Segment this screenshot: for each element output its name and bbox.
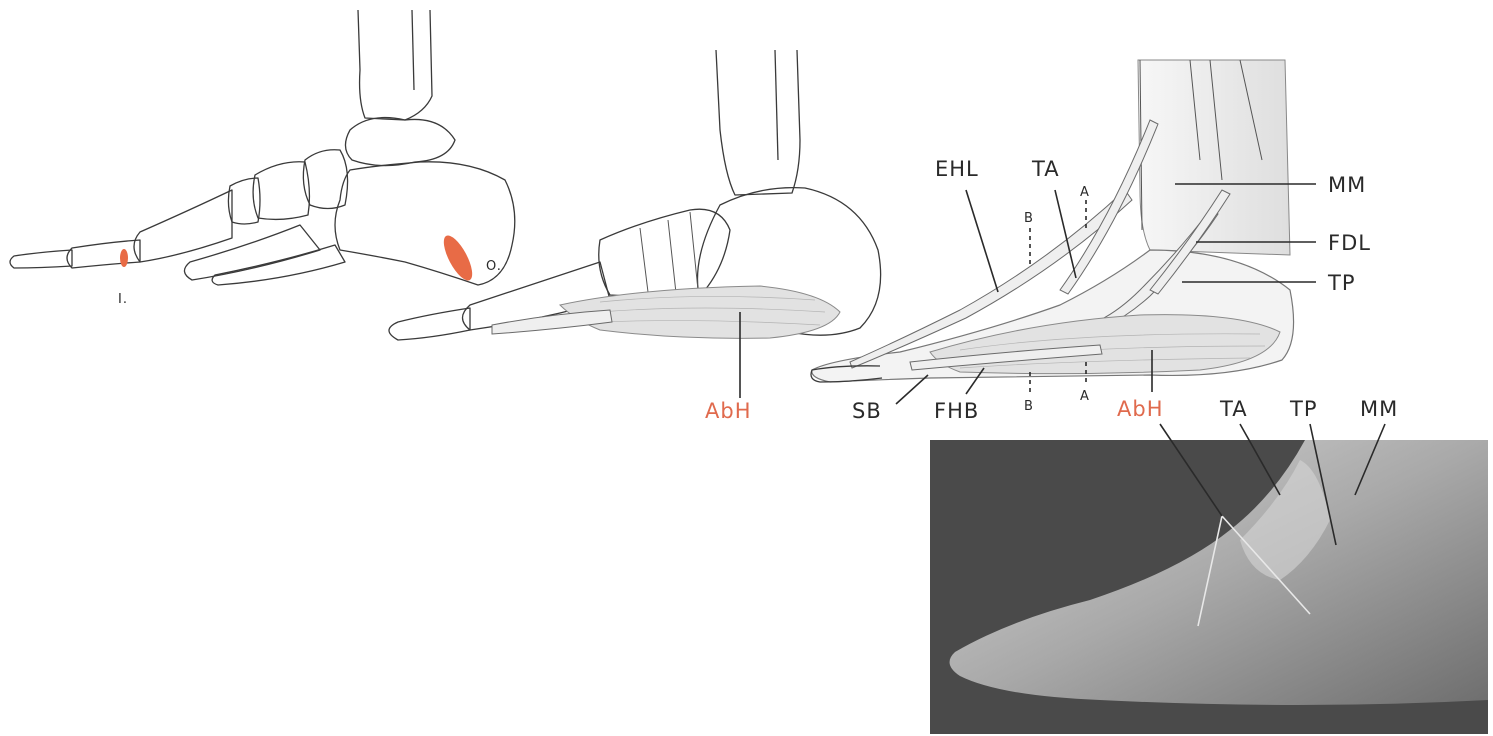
photo-tp-label: TP (1289, 397, 1318, 421)
ta-leader (1055, 190, 1076, 278)
origin-site-mark (438, 232, 477, 285)
phalanges-2 (389, 308, 470, 340)
section-b-bottom-label: B (1024, 399, 1034, 414)
section-a-top-label: A (1080, 185, 1090, 200)
lateral-metatarsal-2 (212, 245, 345, 285)
tarsal-lines-2 (640, 212, 698, 293)
ta-label: TA (1031, 157, 1060, 181)
photo-ta-label: TA (1219, 397, 1248, 421)
fdl-label: FDL (1328, 231, 1371, 255)
proximal-phalanx (67, 240, 140, 268)
surface-anatomy-photo: TA TP MM (930, 397, 1488, 734)
tibia-bone-2 (716, 50, 800, 195)
ehl-leader (966, 190, 998, 292)
abh-label: AbH (705, 399, 752, 423)
talus-bone (345, 118, 455, 166)
muscle-on-skeleton-drawing: AbH (389, 50, 881, 423)
ehl-label: EHL (935, 157, 979, 181)
skeleton-drawing: I. O. (10, 10, 515, 307)
abductor-hallucis-muscle-3 (930, 315, 1280, 374)
lateral-metatarsal (184, 225, 320, 280)
fhb-label: FHB (934, 399, 979, 423)
distal-phalanx (10, 250, 72, 268)
abductor-hallucis-tendon (492, 310, 612, 334)
mm-label: MM (1328, 173, 1366, 197)
tp-label: TP (1327, 271, 1356, 295)
section-a-bottom-label: A (1080, 389, 1090, 404)
fibula-bone-2 (775, 50, 778, 160)
cuneiform-bone (253, 162, 309, 220)
insertion-site-mark (120, 249, 128, 267)
insertion-label: I. (118, 292, 128, 307)
fibula-bone (412, 10, 414, 90)
origin-label: O. (486, 259, 502, 274)
medial-foot-drawing: EHL TA MM FDL TP B A SB FHB B A AbH (811, 60, 1371, 423)
abh-label-3: AbH (1117, 397, 1164, 421)
tarsal-bones-2 (599, 209, 730, 296)
sb-label: SB (852, 399, 882, 423)
leg-outline (1138, 60, 1290, 255)
cuneiform-bone-2 (228, 178, 260, 224)
section-b-top-label: B (1024, 211, 1034, 226)
first-metatarsal (134, 190, 232, 262)
tibia-bone (358, 10, 432, 120)
photo-mm-label: MM (1360, 397, 1398, 421)
